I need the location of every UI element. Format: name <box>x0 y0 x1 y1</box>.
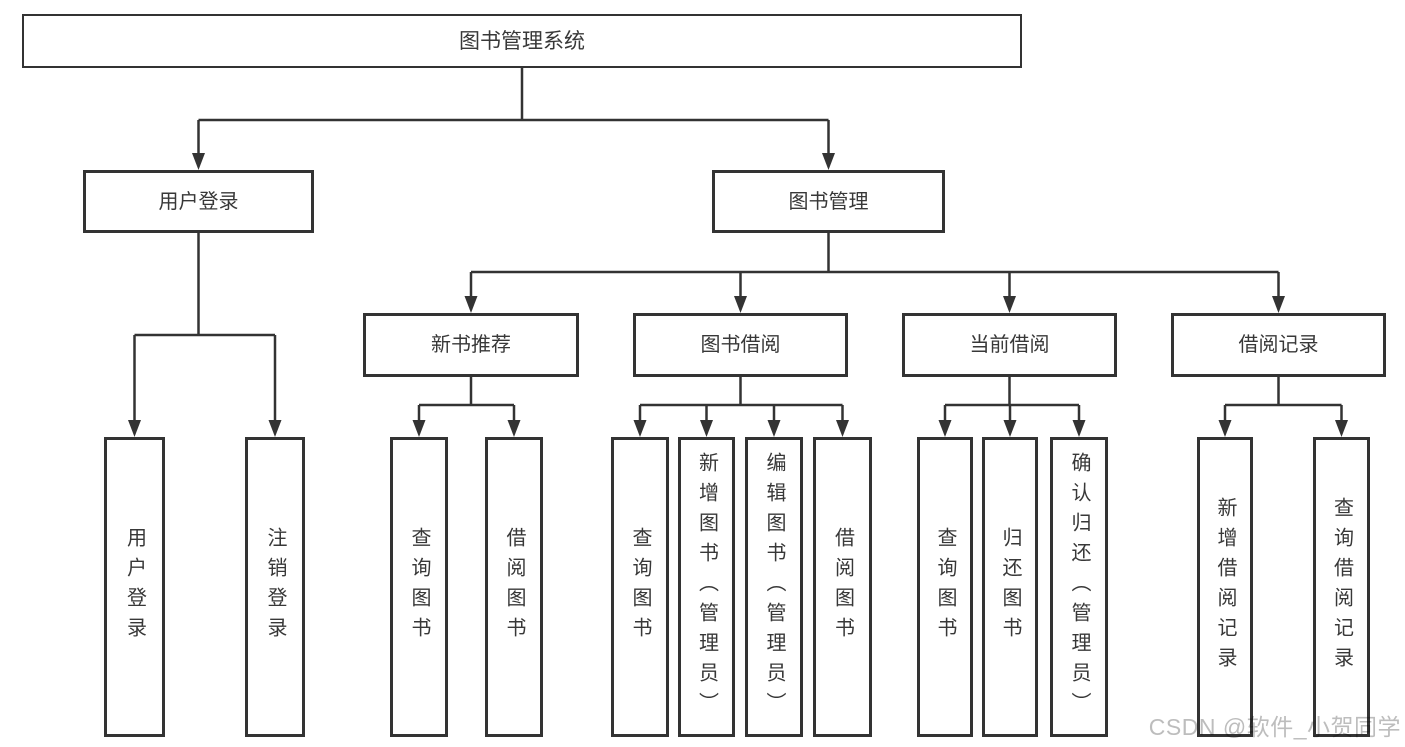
leaf-borrowing-query-books: 查询图书 <box>611 437 669 737</box>
arrow-down-icon <box>1218 420 1232 437</box>
leaf-newrec-query-books: 查询图书 <box>390 437 448 737</box>
leaf-current-confirm-return-admin: 确认归还（管理员） <box>1050 437 1108 737</box>
arrow-down-icon <box>822 153 835 170</box>
arrow-down-icon <box>633 420 647 437</box>
node-current-borrowing: 当前借阅 <box>902 313 1117 377</box>
arrow-down-icon <box>734 296 747 313</box>
leaf-records-query-record: 查询借阅记录 <box>1313 437 1370 737</box>
arrow-down-icon <box>767 420 781 437</box>
leaf-logout: 注销登录 <box>245 437 305 737</box>
leaf-user-login: 用户登录 <box>104 437 165 737</box>
leaf-borrowing-add-books-admin: 新增图书（管理员） <box>678 437 735 737</box>
arrow-down-icon <box>938 420 952 437</box>
node-user-login: 用户登录 <box>83 170 314 233</box>
arrow-down-icon <box>412 420 426 437</box>
arrow-down-icon <box>507 420 521 437</box>
watermark: CSDN @软件_小贺同学 <box>1148 714 1401 740</box>
arrow-down-icon <box>128 420 141 437</box>
node-root: 图书管理系统 <box>22 14 1022 68</box>
arrow-down-icon <box>268 420 282 437</box>
arrow-down-icon <box>464 296 478 313</box>
arrow-down-icon <box>1335 420 1348 437</box>
arrow-down-icon <box>1072 420 1086 437</box>
node-borrowing-records: 借阅记录 <box>1171 313 1386 377</box>
leaf-borrowing-borrow-books: 借阅图书 <box>813 437 872 737</box>
leaf-borrowing-edit-books-admin: 编辑图书（管理员） <box>745 437 803 737</box>
node-new-book-recommend: 新书推荐 <box>363 313 579 377</box>
arrow-down-icon <box>1272 296 1285 313</box>
connector-lines <box>133 68 1343 425</box>
leaf-records-add-record: 新增借阅记录 <box>1197 437 1253 737</box>
arrow-down-icon <box>192 153 205 170</box>
arrow-down-icon <box>1003 296 1016 313</box>
node-book-borrowing: 图书借阅 <box>633 313 848 377</box>
leaf-current-return-books: 归还图书 <box>982 437 1038 737</box>
leaf-newrec-borrow-books: 借阅图书 <box>485 437 543 737</box>
arrow-down-icon <box>700 420 713 437</box>
arrow-down-icon <box>836 420 849 437</box>
arrow-down-icon <box>1003 420 1017 437</box>
node-book-management: 图书管理 <box>712 170 945 233</box>
leaf-current-query-books: 查询图书 <box>917 437 973 737</box>
